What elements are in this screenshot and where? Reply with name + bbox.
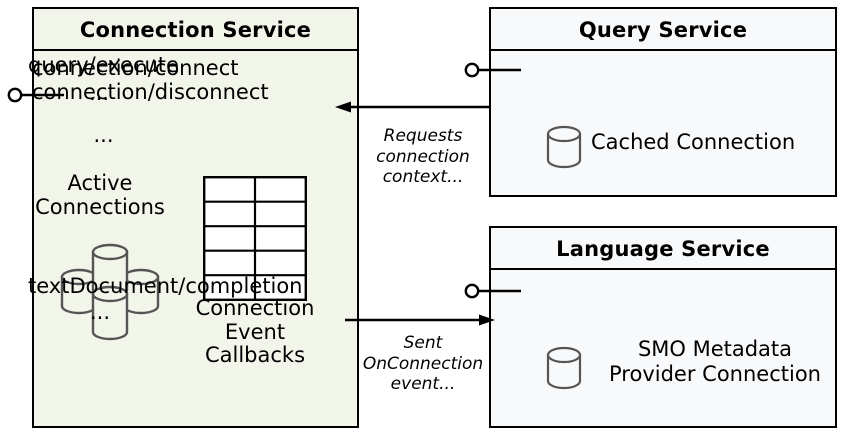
connection-service-title: Connection Service — [79, 18, 312, 42]
connection-service-endpoints: connection/connect connection/disconnect — [32, 56, 269, 104]
connection-service-divider — [34, 49, 357, 51]
query-service-endpoint: query/execute — [28, 53, 179, 77]
connector-label-sent-onconnection-event: Sent OnConnection event... — [362, 333, 484, 395]
active-connections-cylinder-cluster-icon — [60, 243, 160, 341]
language-service-divider — [491, 268, 835, 270]
smo-metadata-provider-connection-label: SMO Metadata Provider Connection — [609, 337, 821, 386]
language-service-ellipsis: ... — [89, 300, 111, 324]
connection-service-ellipsis: ... — [93, 123, 114, 147]
cached-connection-cylinder-icon — [546, 125, 582, 169]
active-connections-label: Active Connections — [35, 171, 165, 219]
language-service-box[interactable]: Language Service — [489, 226, 837, 428]
query-service-title: Query Service — [578, 18, 748, 42]
language-service-title: Language Service — [556, 237, 770, 261]
connection-event-callbacks-label: Connection Event Callbacks — [195, 296, 315, 368]
cached-connection-label: Cached Connection — [591, 130, 796, 154]
query-service-box[interactable]: Query Service — [489, 7, 837, 197]
query-service-divider — [491, 49, 835, 51]
query-service-ellipsis: ... — [88, 81, 110, 105]
connection-event-callbacks-table — [203, 176, 307, 301]
connector-sent-onconnection-event — [345, 314, 495, 326]
provider-connection-cylinder-icon — [546, 346, 582, 390]
language-service-endpoint: textDocument/completion — [28, 274, 303, 298]
connector-label-requests-connection-context: Requests connection context... — [376, 126, 470, 188]
